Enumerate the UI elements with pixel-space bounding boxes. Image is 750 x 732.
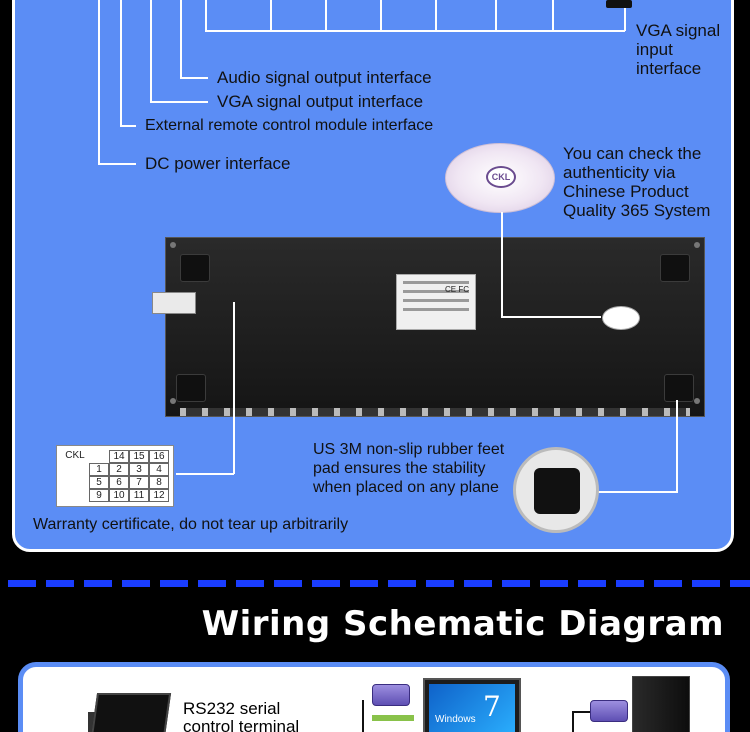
rubber-feet-label: US 3M non-slip rubber feet pad ensures t… bbox=[313, 441, 505, 496]
warranty-label: Warranty certificate, do not tear up arb… bbox=[33, 516, 349, 533]
warranty-cell: 3 bbox=[129, 463, 149, 476]
warranty-sticker bbox=[152, 292, 196, 314]
leader-line bbox=[120, 0, 122, 126]
warranty-cell: 11 bbox=[129, 489, 149, 502]
vga-input-label: VGA signal input interface bbox=[636, 21, 721, 78]
ce-mark: CE FC bbox=[445, 285, 469, 294]
rubber-foot bbox=[664, 374, 694, 402]
warranty-card: CKL 14 15 16 1 2 3 4 5 6 7 8 9 10 11 12 bbox=[56, 445, 174, 507]
cable-plug bbox=[606, 0, 632, 8]
leader-line bbox=[180, 77, 208, 79]
rubber-pad bbox=[534, 468, 580, 514]
leader-line bbox=[120, 125, 136, 127]
device-sticker: CE FC bbox=[396, 274, 476, 330]
leader-line bbox=[270, 0, 272, 31]
leader-line bbox=[150, 0, 152, 102]
monitor-icon: Windows 7 bbox=[423, 678, 521, 732]
wire bbox=[572, 711, 590, 713]
warranty-cell: 12 bbox=[149, 489, 169, 502]
quality-seal: CKL bbox=[445, 143, 555, 213]
ckl-badge: CKL bbox=[486, 166, 516, 188]
laptop-icon bbox=[90, 693, 172, 732]
os-version: 7 bbox=[483, 690, 501, 723]
bolt bbox=[694, 242, 700, 248]
audio-output-label: Audio signal output interface bbox=[217, 68, 432, 87]
warranty-cell: 9 bbox=[89, 489, 109, 502]
section-divider bbox=[8, 580, 750, 587]
rubber-foot bbox=[660, 254, 690, 282]
warranty-cell: 16 bbox=[149, 450, 169, 463]
leader-line bbox=[205, 30, 625, 32]
quality-sticker bbox=[602, 306, 640, 330]
leader-line bbox=[150, 101, 208, 103]
pc-tower-icon bbox=[632, 676, 690, 732]
rs232-label: RS232 serial control terminal bbox=[183, 699, 300, 732]
vga-plug-icon bbox=[590, 700, 628, 722]
leader-line bbox=[495, 0, 497, 31]
rubber-foot bbox=[180, 254, 210, 282]
bolt bbox=[694, 398, 700, 404]
vga-plug-icon bbox=[372, 684, 410, 706]
leader-line bbox=[205, 0, 207, 31]
wire bbox=[362, 700, 364, 732]
leader-line bbox=[552, 0, 554, 31]
leader-line bbox=[435, 0, 437, 31]
warranty-cell: 8 bbox=[149, 476, 169, 489]
vga-output-label: VGA signal output interface bbox=[217, 92, 424, 111]
quality-check-label: You can check the authenticity via Chine… bbox=[563, 144, 711, 220]
rubber-foot bbox=[176, 374, 206, 402]
warranty-cell: 15 bbox=[129, 450, 149, 463]
warranty-cell: 1 bbox=[89, 463, 109, 476]
warranty-brand: CKL bbox=[65, 450, 85, 461]
warranty-cell: 5 bbox=[89, 476, 109, 489]
section-title: Wiring Schematic Diagram bbox=[201, 604, 724, 644]
rubber-foot-closeup bbox=[513, 447, 599, 533]
leader-line bbox=[598, 491, 678, 493]
warranty-cell: 2 bbox=[109, 463, 129, 476]
leader-line bbox=[380, 0, 382, 31]
warranty-cell: 4 bbox=[149, 463, 169, 476]
remote-module-label: External remote control module interface bbox=[145, 117, 434, 134]
warranty-cell: 7 bbox=[129, 476, 149, 489]
leader-line bbox=[176, 473, 234, 475]
port-row bbox=[180, 408, 690, 416]
leader-line bbox=[325, 0, 327, 31]
warranty-cell: 6 bbox=[109, 476, 129, 489]
leader-line bbox=[676, 400, 678, 492]
leader-line bbox=[501, 316, 601, 318]
warranty-cell: 14 bbox=[109, 450, 129, 463]
kvm-device: CE FC bbox=[152, 237, 705, 417]
bolt bbox=[170, 398, 176, 404]
leader-line bbox=[98, 163, 136, 165]
dc-power-label: DC power interface bbox=[145, 154, 291, 173]
leader-line bbox=[233, 302, 235, 474]
wire bbox=[572, 712, 574, 732]
os-brand: Windows bbox=[435, 714, 476, 725]
leader-line bbox=[501, 212, 503, 317]
audio-plug-icon bbox=[372, 715, 414, 721]
warranty-cell: 10 bbox=[109, 489, 129, 502]
bolt bbox=[170, 242, 176, 248]
leader-line bbox=[98, 0, 100, 164]
leader-line bbox=[180, 0, 182, 78]
leader-line bbox=[624, 0, 626, 31]
